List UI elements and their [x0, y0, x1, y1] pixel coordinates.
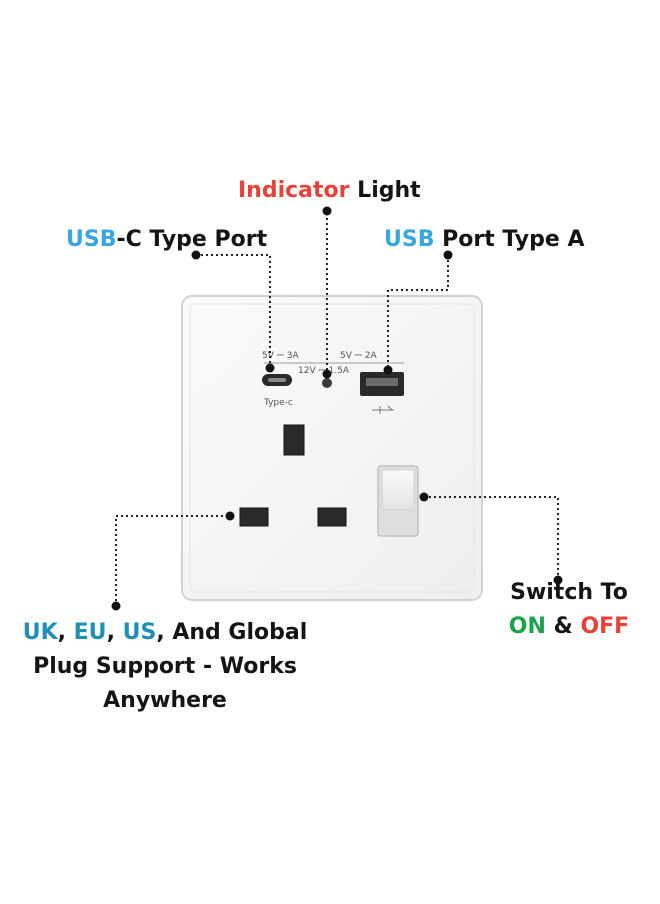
usb-c-highlight: USB [66, 227, 117, 252]
callout-lines [115, 213, 559, 606]
callout-dots [111, 206, 563, 611]
usb-c-callout: USB-C Type Port [66, 223, 267, 257]
switch-line2: ON & OFF [504, 610, 634, 644]
plug-sep1: , [57, 620, 74, 645]
indicator-light [322, 378, 332, 388]
live-pin-slot [239, 507, 269, 527]
usb-c-port [262, 374, 292, 386]
neutral-pin-slot [317, 507, 347, 527]
plug-rest: , And Global [156, 620, 308, 645]
earth-pin-slot [283, 424, 305, 456]
plug-line3: Anywhere [103, 688, 227, 714]
plug-line1: UK, EU, US, And Global [10, 616, 320, 650]
switch-amp: & [545, 614, 581, 640]
usb-a-highlight: USB [384, 227, 435, 252]
rocker-switch [377, 465, 419, 537]
indicator-rest: Light [349, 178, 421, 203]
plug-eu: EU [73, 620, 107, 645]
switch-on: ON [508, 614, 546, 640]
indicator-light-callout: Indicator Light [238, 174, 421, 208]
wall-socket-plate [181, 295, 483, 601]
usb-c-rest: -C Type Port [116, 227, 268, 252]
usb-a-rating-text: 5V ⎓ 2A [340, 351, 378, 361]
usb-a-rest: Port Type A [434, 227, 585, 252]
indicator-highlight: Indicator [238, 178, 350, 203]
usb-a-callout: USB Port Type A [384, 223, 585, 257]
plug-us: US [122, 620, 157, 645]
usb-a-port [360, 372, 404, 396]
usb-c-label: Type-c [263, 398, 293, 408]
plug-line2: Plug Support - Works [33, 654, 297, 680]
plug-uk: UK [22, 620, 58, 645]
switch-callout: Switch To ON & OFF [504, 576, 634, 644]
usb-c-rating-text: 5V ⎓ 3A [262, 351, 300, 361]
usb-logo-icon [372, 405, 394, 414]
plug-support-callout: UK, EU, US, And Global Plug Support - Wo… [10, 616, 320, 718]
plug-sep2: , [106, 620, 123, 645]
switch-line1: Switch To [510, 580, 628, 605]
switch-off: OFF [580, 614, 630, 640]
